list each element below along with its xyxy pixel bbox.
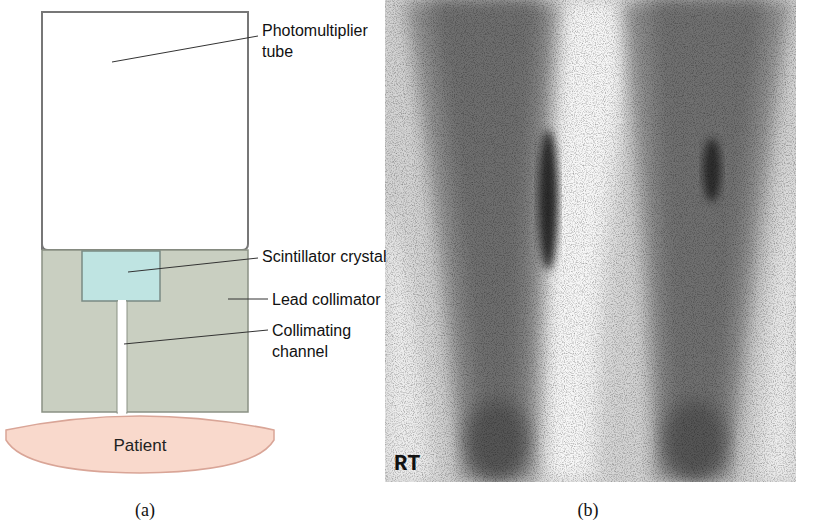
collimating-channel [117,301,127,413]
part-label: Photomultiplier tube [262,20,392,62]
node-text: Patient [5,436,275,456]
part-label: Lead collimator [272,289,432,310]
part-label: Scintillator crystal [262,246,392,267]
panel-label: (b) [563,500,613,521]
detector-drawing [42,12,268,414]
scintigraphy-image [385,0,796,482]
part-label: Collimating channel [272,320,392,362]
side-marker: RT [394,452,454,477]
lead-collimator [42,250,248,412]
panel-label: (a) [120,500,170,521]
scintillator-crystal [82,251,160,301]
channel-fill [118,300,126,414]
leader-lines [112,36,268,344]
photomultiplier-tube [42,12,248,250]
patient-body: Patient [5,408,275,474]
